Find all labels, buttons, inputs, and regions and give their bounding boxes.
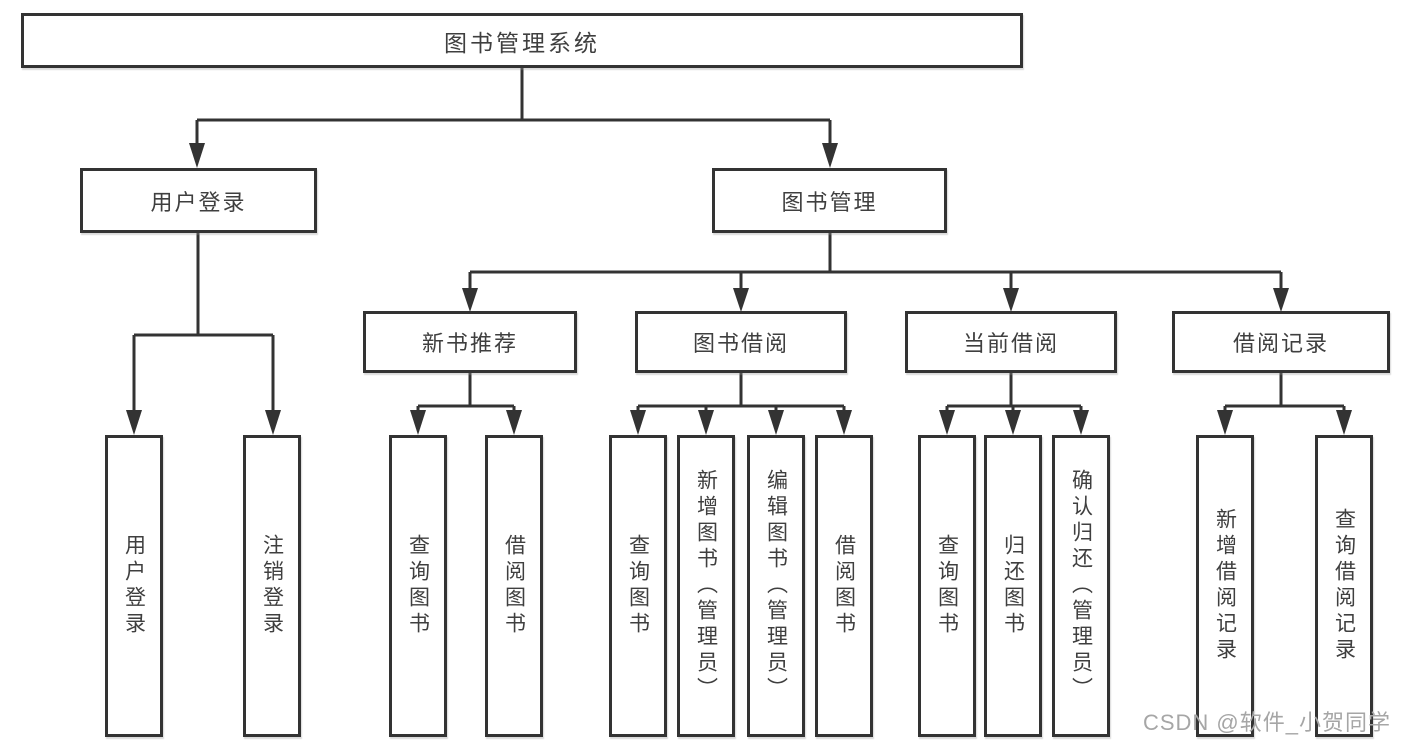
leaf-query-books-recommend: 查询图书	[389, 435, 447, 737]
leaf-add-books-admin: 新增图书（管理员）	[677, 435, 735, 737]
leaf-borrow-books-borrowing: 借阅图书	[815, 435, 873, 737]
node-library-system: 图书管理系统	[21, 13, 1023, 68]
leaf-confirm-return-admin: 确认归还（管理员）	[1052, 435, 1110, 737]
node-book-management: 图书管理	[712, 168, 947, 233]
leaf-edit-books-admin: 编辑图书（管理员）	[747, 435, 805, 737]
node-book-borrowing: 图书借阅	[635, 311, 847, 373]
leaf-query-books-current: 查询图书	[918, 435, 976, 737]
watermark: CSDN @软件_小贺同学	[1142, 710, 1391, 735]
node-new-book-recommendation: 新书推荐	[363, 311, 577, 373]
arrowheads	[126, 143, 1352, 435]
node-current-borrowing: 当前借阅	[905, 311, 1117, 373]
node-borrowing-records: 借阅记录	[1172, 311, 1390, 373]
leaf-borrow-books-recommend: 借阅图书	[485, 435, 543, 737]
leaf-query-books-borrowing: 查询图书	[609, 435, 667, 737]
connector-path	[132, 68, 1346, 413]
node-user-login: 用户登录	[80, 168, 317, 233]
leaf-user-login: 用户登录	[105, 435, 163, 737]
leaf-add-borrow-record: 新增借阅记录	[1196, 435, 1254, 737]
leaf-return-books: 归还图书	[984, 435, 1042, 737]
leaf-query-borrow-record: 查询借阅记录	[1315, 435, 1373, 737]
leaf-logout-login: 注销登录	[243, 435, 301, 737]
